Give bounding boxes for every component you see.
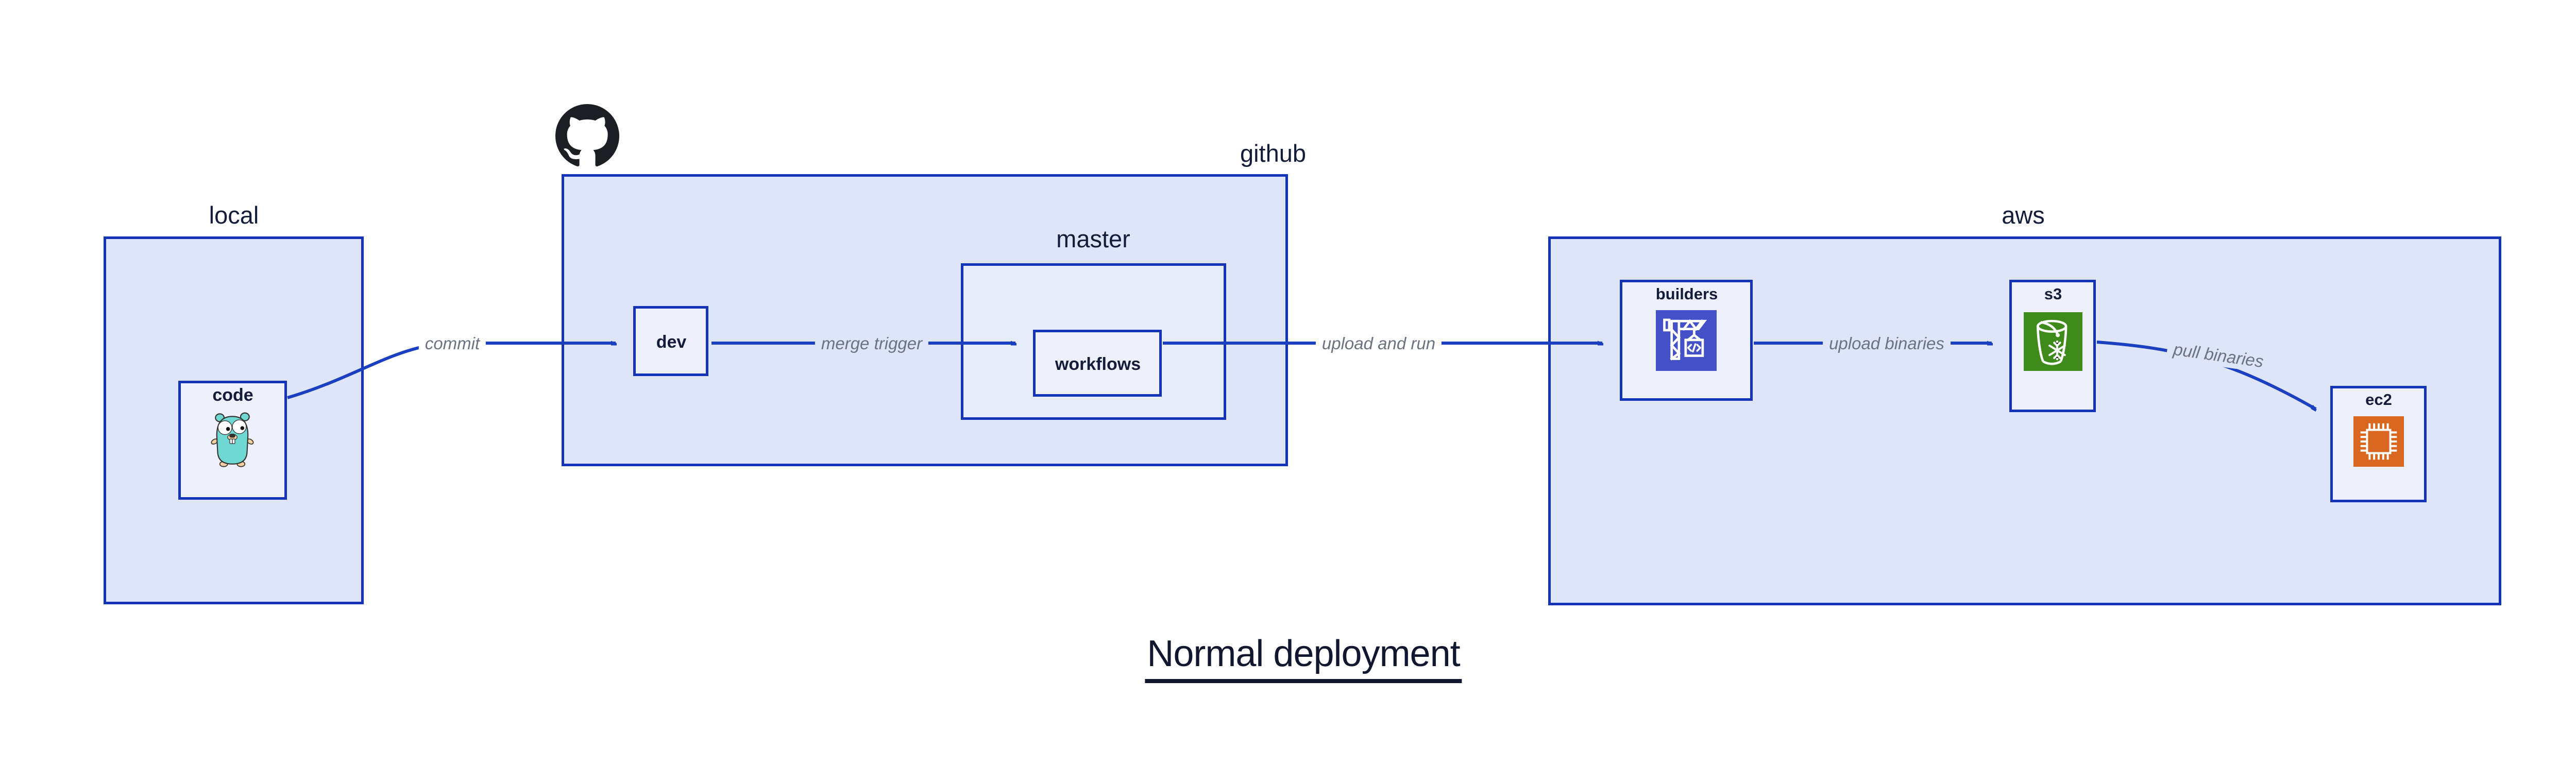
diagram-title: Normal deployment [1145, 633, 1462, 683]
workflows-node-label: workflows [1055, 354, 1141, 374]
codebuild-crane-icon [1656, 310, 1717, 371]
builders-node-label: builders [1655, 285, 1718, 303]
dev-node-label: dev [656, 332, 687, 352]
s3-bucket-icon [2024, 312, 2082, 371]
go-gopher-icon [211, 410, 254, 468]
ec2-chip-icon [2353, 416, 2404, 467]
aws-group-label: aws [2002, 201, 2045, 229]
code-node-label: code [212, 385, 253, 405]
workflows-node [1033, 330, 1162, 397]
github-group-label: github [1240, 140, 1306, 167]
github-octocat-icon [555, 104, 619, 168]
s3-node-label: s3 [2044, 285, 2062, 303]
dev-node [633, 306, 708, 376]
local-group-label: local [209, 201, 259, 229]
master-group-label: master [1056, 225, 1130, 252]
ec2-node-label: ec2 [2365, 390, 2392, 409]
